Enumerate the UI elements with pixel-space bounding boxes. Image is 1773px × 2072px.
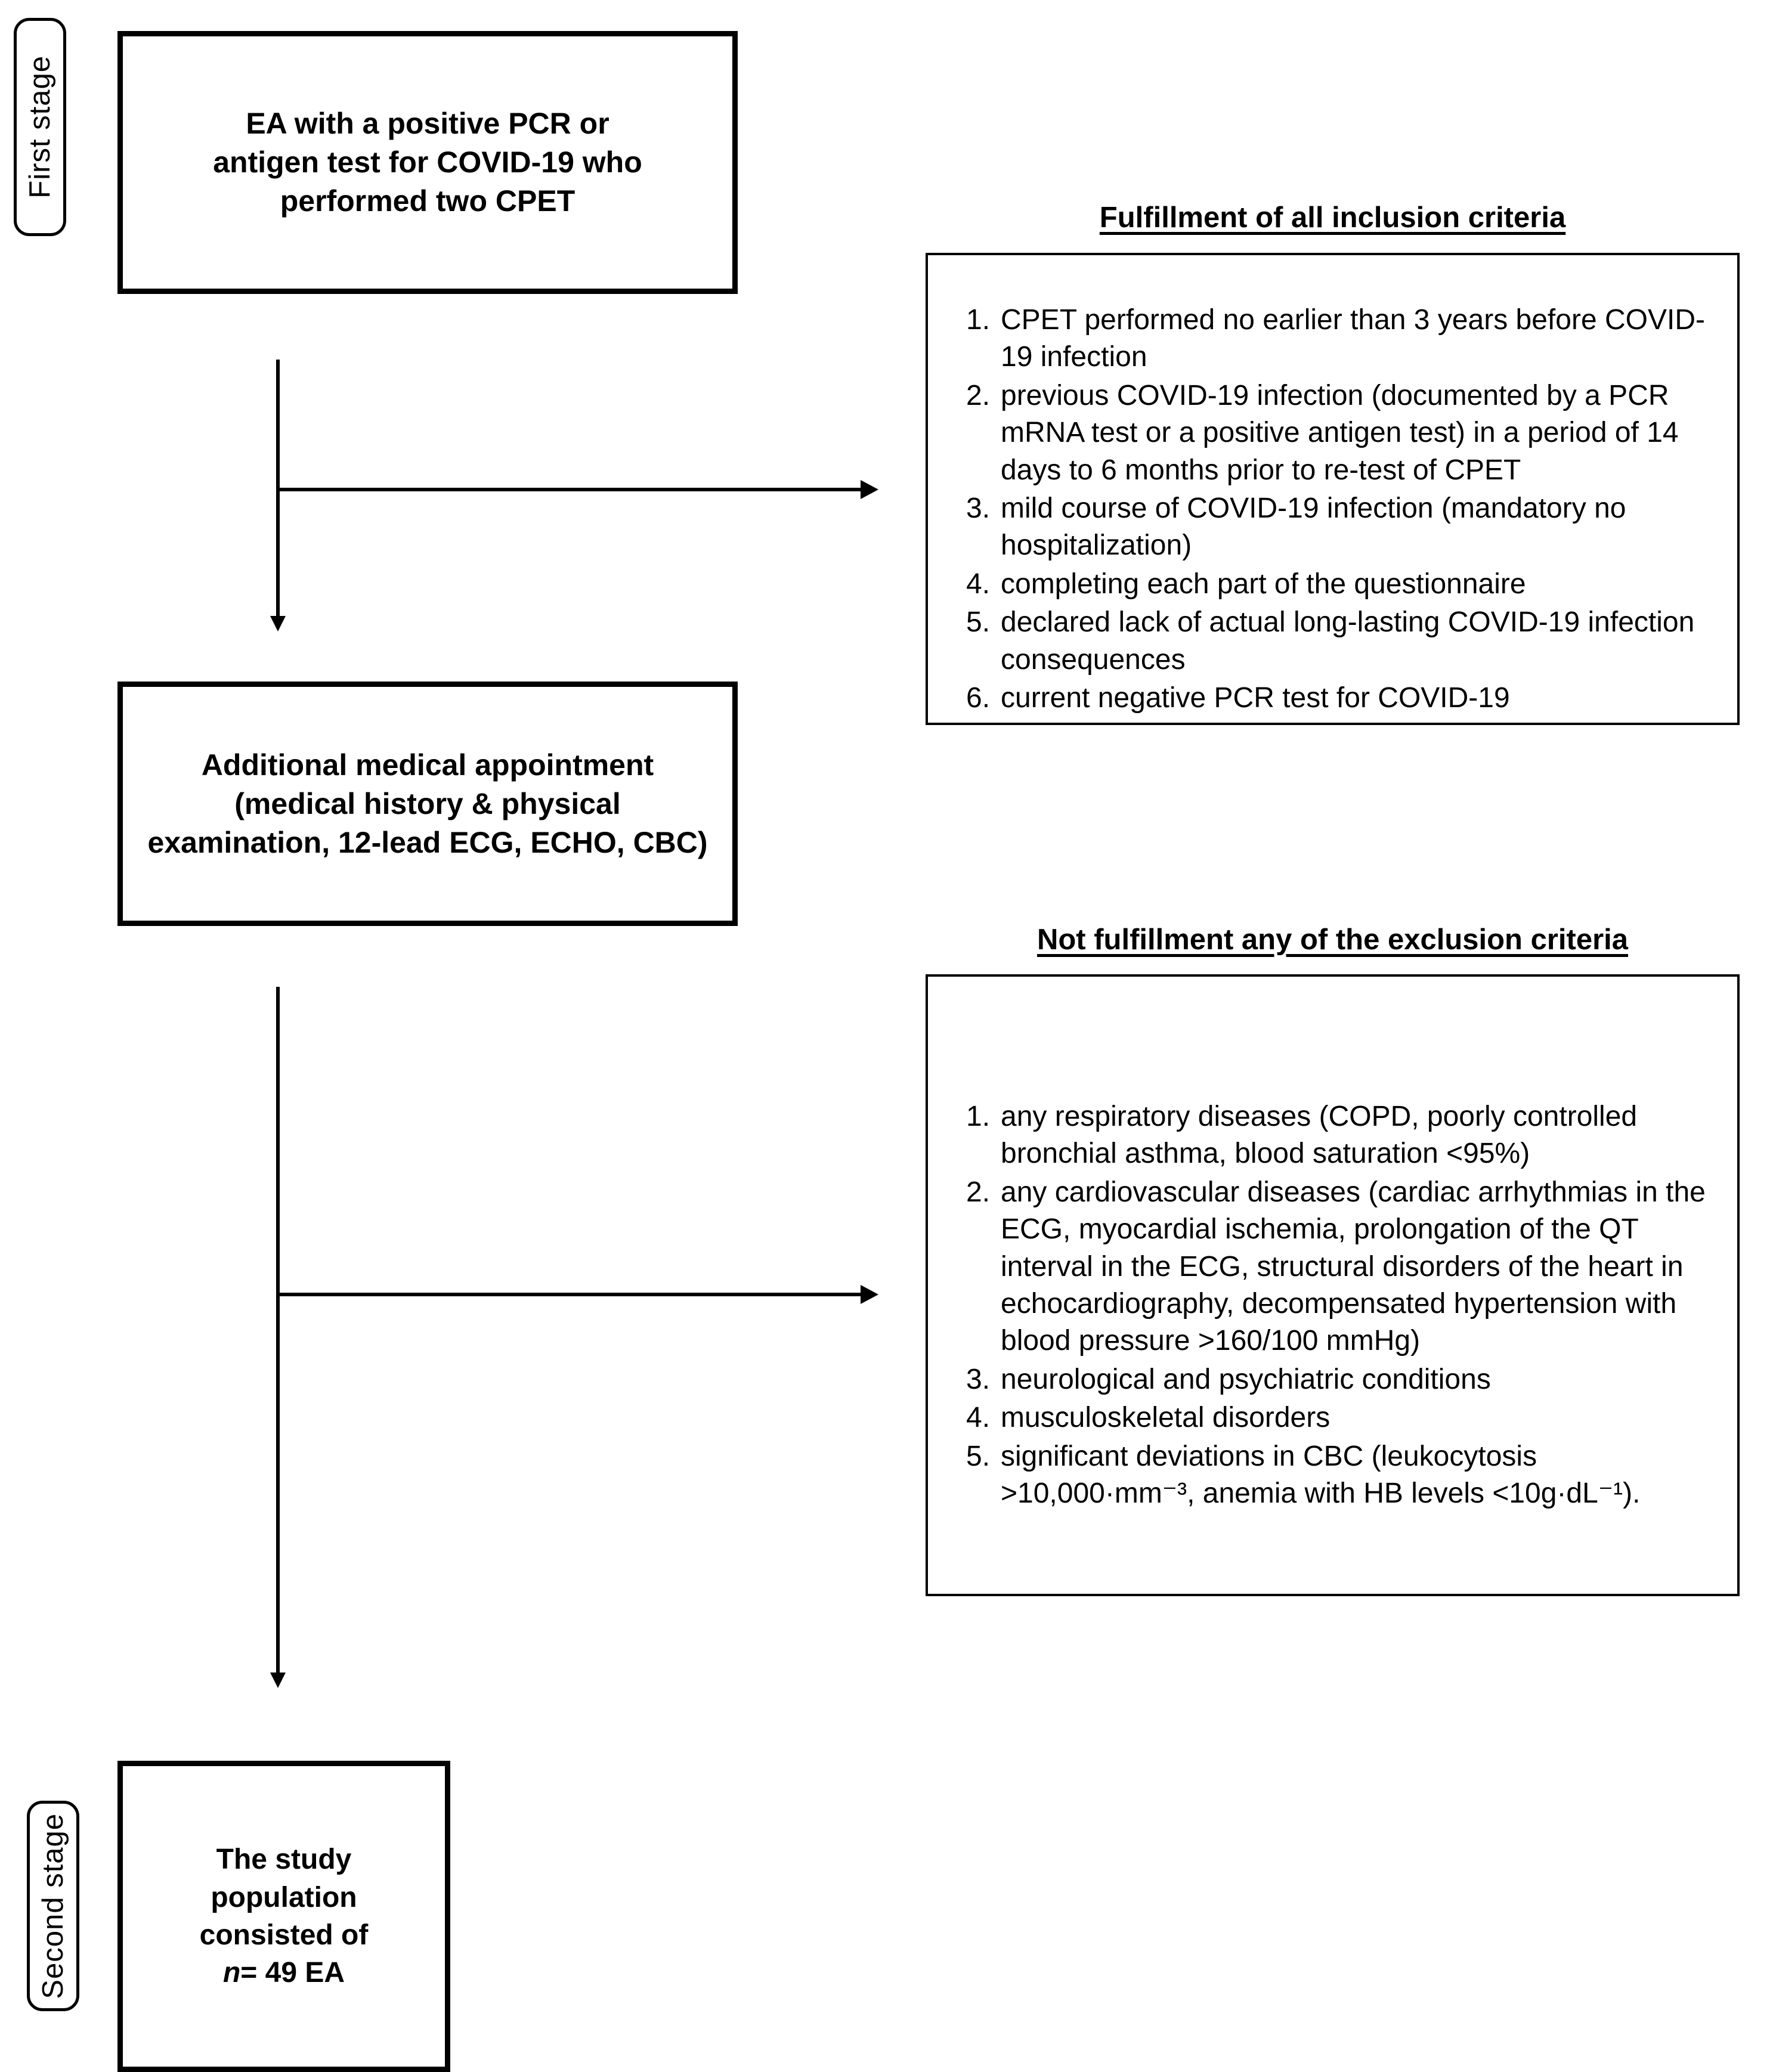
list-item: 3. neurological and psychiatric conditio… xyxy=(966,1361,1710,1398)
inclusion-item-2-text: previous COVID-19 infection (documented … xyxy=(1001,379,1679,486)
appointment-line-3: examination, 12-lead ECG, ECHO, CBC) xyxy=(147,825,708,859)
exclusion-item-4-number: 4. xyxy=(966,1402,991,1434)
connector-1-horizontal xyxy=(276,488,864,491)
exclusion-item-1-number: 1. xyxy=(966,1101,991,1132)
inclusion-item-4-number: 4. xyxy=(966,568,991,600)
exclusion-item-5-text: significant deviations in CBC (leukocyto… xyxy=(1001,1440,1641,1509)
exclusion-criteria-list: 1. any respiratory diseases (COPD, poorl… xyxy=(928,977,1737,1512)
exclusion-item-3-number: 3. xyxy=(966,1363,991,1395)
population-line-3: consisted of xyxy=(199,1919,369,1951)
exclusion-item-3-text: neurological and psychiatric conditions xyxy=(1001,1363,1491,1395)
inclusion-criteria-box: 1. CPET performed no earlier than 3 year… xyxy=(926,253,1740,725)
population-line-1: The study xyxy=(216,1844,352,1876)
box-additional-appointment: Additional medical appointment (medical … xyxy=(117,682,738,926)
box-additional-appointment-text: Additional medical appointment (medical … xyxy=(139,746,716,862)
exclusion-item-4-text: musculoskeletal disorders xyxy=(1001,1402,1330,1434)
inclusion-item-5-text: declared lack of actual long-lasting COV… xyxy=(1001,606,1695,676)
inclusion-criteria-list: 1. CPET performed no earlier than 3 year… xyxy=(928,255,1737,717)
list-item: 5. significant deviations in CBC (leukoc… xyxy=(966,1438,1710,1513)
stage-label-first: First stage xyxy=(14,18,66,236)
exclusion-item-5-number: 5. xyxy=(966,1440,991,1472)
list-item: 1. CPET performed no earlier than 3 year… xyxy=(966,302,1710,376)
list-item: 5. declared lack of actual long-lasting … xyxy=(966,604,1710,679)
box-study-population: The study population consisted of n= 49 … xyxy=(117,1761,450,2072)
exclusion-item-2-text: any cardiovascular diseases (cardiac arr… xyxy=(1001,1176,1706,1357)
connector-2-arrowhead-down xyxy=(270,1673,286,1688)
population-line-2: population xyxy=(211,1881,357,1913)
list-item: 6. current negative PCR test for COVID-1… xyxy=(966,680,1710,717)
connector-2-vertical xyxy=(276,987,280,1684)
connector-1-arrowhead-right xyxy=(861,480,878,499)
connector-2-horizontal xyxy=(276,1293,864,1296)
exclusion-item-1-text: any respiratory diseases (COPD, poorly c… xyxy=(1001,1101,1638,1170)
box-screening-population-text: EA with a positive PCR or antigen test f… xyxy=(205,104,651,221)
list-item: 2. previous COVID-19 infection (document… xyxy=(966,377,1710,489)
screening-line-2: antigen test for COVID-19 who xyxy=(213,145,642,179)
inclusion-item-3-text: mild course of COVID-19 infection (manda… xyxy=(1001,492,1626,562)
list-item: 1. any respiratory diseases (COPD, poorl… xyxy=(966,1098,1710,1173)
inclusion-item-1-text: CPET performed no earlier than 3 years b… xyxy=(1001,304,1705,373)
inclusion-item-4-text: completing each part of the questionnair… xyxy=(1001,568,1526,600)
inclusion-item-5-number: 5. xyxy=(966,606,991,639)
inclusion-item-3-number: 3. xyxy=(966,492,991,524)
list-item: 4. musculoskeletal disorders xyxy=(966,1399,1710,1436)
population-n-value: = 49 EA xyxy=(240,1957,345,1989)
list-item: 4. completing each part of the questionn… xyxy=(966,566,1710,603)
box-study-population-text: The study population consisted of n= 49 … xyxy=(191,1841,377,1992)
screening-line-1: EA with a positive PCR or xyxy=(246,107,609,140)
population-n-symbol: n xyxy=(222,1957,241,1989)
appointment-line-1: Additional medical appointment xyxy=(201,748,654,782)
screening-line-3: performed two CPET xyxy=(280,184,575,218)
stage-label-second-text: Second stage xyxy=(36,1813,69,1999)
inclusion-item-1-number: 1. xyxy=(966,304,991,336)
stage-label-first-text: First stage xyxy=(23,55,56,199)
exclusion-item-2-number: 2. xyxy=(966,1176,991,1208)
connector-2-arrowhead-right xyxy=(861,1285,878,1304)
list-item: 2. any cardiovascular diseases (cardiac … xyxy=(966,1174,1710,1360)
list-item: 3. mild course of COVID-19 infection (ma… xyxy=(966,490,1710,565)
inclusion-criteria-heading: Fulfillment of all inclusion criteria xyxy=(1099,202,1566,234)
inclusion-item-6-number: 6. xyxy=(966,682,991,714)
stage-label-second: Second stage xyxy=(27,1801,79,2011)
box-screening-population: EA with a positive PCR or antigen test f… xyxy=(117,31,738,294)
exclusion-criteria-heading: Not fulfillment any of the exclusion cri… xyxy=(1036,924,1629,956)
connector-1-arrowhead-down xyxy=(270,616,286,631)
inclusion-item-2-number: 2. xyxy=(966,379,991,411)
inclusion-item-6-text: current negative PCR test for COVID-19 xyxy=(1001,682,1510,714)
appointment-line-2: (medical history & physical xyxy=(234,786,621,820)
exclusion-criteria-box: 1. any respiratory diseases (COPD, poorl… xyxy=(926,974,1740,1596)
